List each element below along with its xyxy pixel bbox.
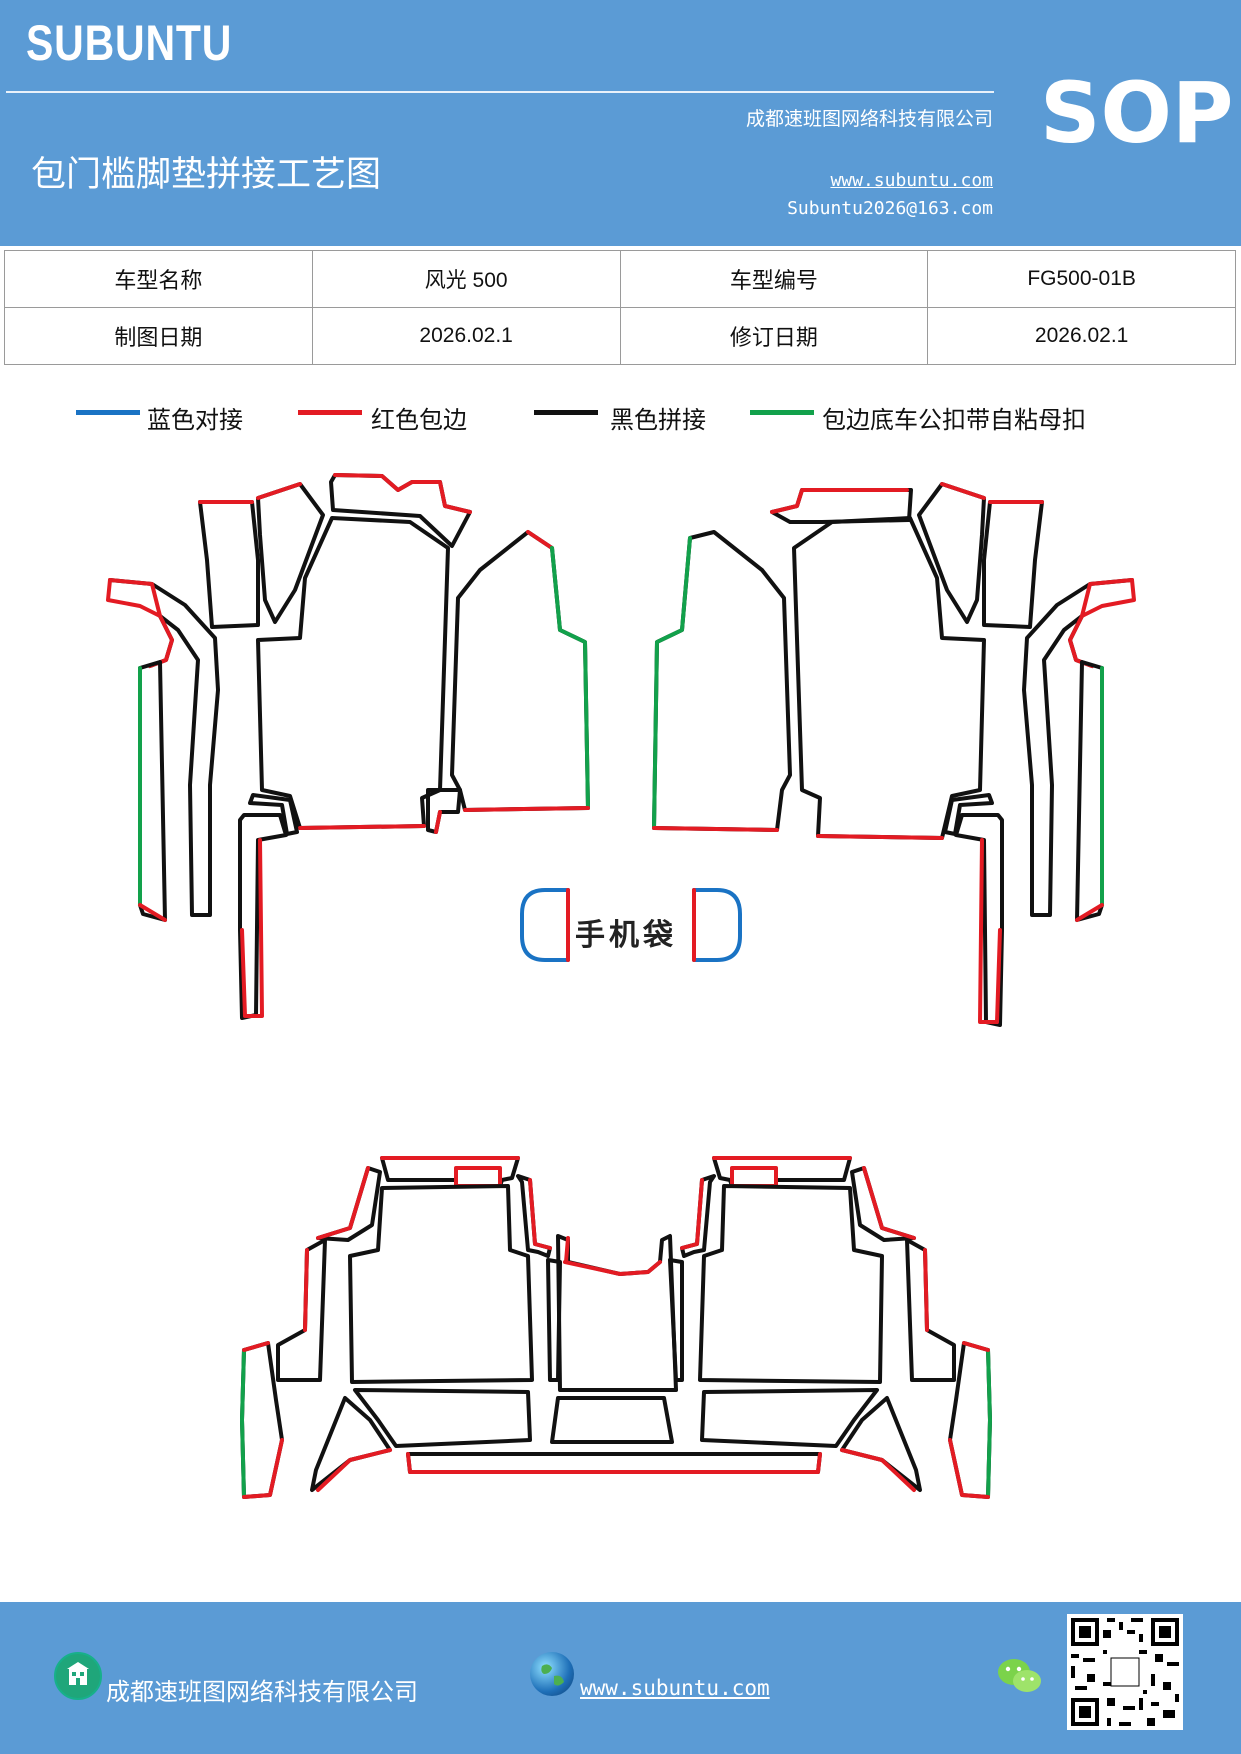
- front-left-mats: [106, 473, 590, 1020]
- drawing-date-label: 制图日期: [4, 307, 313, 365]
- footer-website-link[interactable]: www.subuntu.com: [580, 1676, 770, 1700]
- vehicle-info-table: 车型名称 风光 500 车型编号 FG500-01B 制图日期 2026.02.…: [4, 250, 1236, 365]
- legend-swatch-green: [750, 410, 814, 415]
- wechat-icon[interactable]: [996, 1654, 1044, 1698]
- drawing-date-value: 2026.02.1: [311, 307, 621, 365]
- rear-mats: [240, 1156, 992, 1499]
- model-name-label: 车型名称: [4, 250, 313, 308]
- footer-company: 成都速班图网络科技有限公司: [106, 1678, 418, 1706]
- phone-pocket-label: 手机袋: [575, 918, 677, 953]
- brand-logo: SUBUNTU: [26, 15, 233, 71]
- table-row: 制图日期 2026.02.1 修订日期 2026.02.1: [4, 307, 1236, 365]
- building-icon: [54, 1652, 102, 1700]
- phone-pockets: [520, 888, 742, 962]
- model-name-value: 风光 500: [311, 250, 621, 308]
- legend-swatch-red: [298, 410, 362, 415]
- sop-badge: SOP: [1040, 64, 1234, 162]
- header-banner: SUBUNTU 成都速班图网络科技有限公司 包门槛脚垫拼接工艺图 www.sub…: [0, 0, 1241, 246]
- header-divider: [6, 91, 994, 93]
- header-email[interactable]: Subuntu2026@163.com: [787, 198, 993, 219]
- legend-swatch-black: [534, 410, 598, 415]
- legend-label-black: 黑色拼接: [610, 406, 706, 434]
- legend-label-green: 包边底车公扣带自粘母扣: [822, 406, 1086, 434]
- page-title: 包门槛脚垫拼接工艺图: [31, 155, 382, 195]
- header-website-link[interactable]: www.subuntu.com: [830, 170, 993, 191]
- legend-label-blue: 蓝色对接: [147, 406, 243, 434]
- legend-swatch-blue: [76, 410, 140, 415]
- line-legend: 蓝色对接 红色包边 黑色拼接 包边底车公扣带自粘母扣: [0, 400, 1241, 440]
- qr-code[interactable]: [1067, 1614, 1183, 1730]
- revision-date-value: 2026.02.1: [927, 307, 1236, 365]
- front-right-mats: [652, 482, 1136, 1027]
- footer-banner: 成都速班图网络科技有限公司 www.subuntu.com: [0, 1602, 1241, 1754]
- model-code-label: 车型编号: [619, 250, 929, 308]
- legend-label-red: 红色包边: [371, 406, 467, 434]
- globe-icon: [530, 1652, 574, 1696]
- header-company: 成都速班图网络科技有限公司: [745, 108, 993, 130]
- revision-date-label: 修订日期: [619, 307, 929, 365]
